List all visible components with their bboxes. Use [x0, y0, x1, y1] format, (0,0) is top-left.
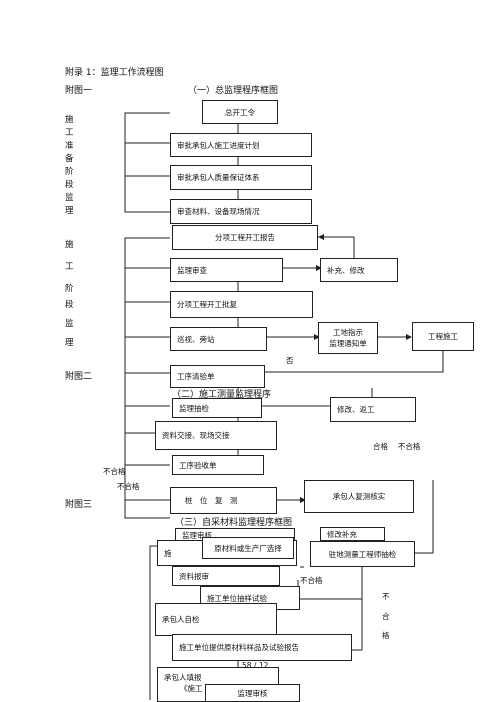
label-fail-1: 不合格 — [103, 467, 126, 476]
annex3-heading: （三）自采材料监理程序框图 — [175, 518, 293, 528]
contractor-fill-text: 承包人填报 — [164, 673, 202, 682]
box-construction-sampling: 施工单位抽样试验 — [200, 586, 300, 610]
label-ok-fail: 合格 不合格 — [373, 442, 421, 451]
box-supervise-sampling: 监理抽检 — [172, 398, 262, 418]
overlap-cons-left-text: 施 — [164, 548, 172, 558]
page-title: 附录 1：监理工作流程图 — [65, 68, 164, 78]
box-supplement: 补充、修改 — [320, 258, 398, 282]
box-provide-samples: 施工单位提供原材料样品及试验报告 — [172, 634, 352, 661]
contractor-fill-sub: 《施工 — [180, 684, 203, 693]
box-contractor-self-check: 承包人自检 — [155, 603, 277, 636]
box-data-handover: 资料交接、现场交接 — [155, 421, 277, 450]
box-site-survey: 驻地测量工程师抽检 — [310, 541, 415, 567]
label-no: 否 — [286, 356, 294, 365]
box-stake-review: 桩 位 复 测 — [170, 487, 277, 514]
box-review-materials: 审查材料、设备现场情况 — [170, 199, 312, 224]
box-process-acceptance: 工序验收单 — [172, 455, 264, 475]
box-rectify: 修改、返工 — [330, 397, 416, 422]
box-process-inspection: 工序清验单 — [170, 365, 265, 388]
box-contractor-review: 承包人复测核实 — [304, 480, 414, 513]
annex3-label: 附图三 — [65, 500, 93, 510]
box-supervise-review: 监理审查 — [170, 258, 283, 282]
box-material-source: 原材料或生产厂选择 — [202, 537, 294, 559]
box-site-notice: 工地指示 监理通知单 — [318, 322, 378, 354]
label-fail-2: 不合格 — [117, 482, 140, 491]
box-patrol: 巡视、旁站 — [170, 327, 267, 351]
label-fail-mid: 不合格 — [300, 576, 323, 585]
annex2-label: 附图二 — [65, 372, 93, 382]
page-number: 58 / 12 — [242, 661, 269, 670]
overlap-data-left: 资料报审 — [172, 566, 280, 586]
annex2-heading: （二）施工测量监理程序 — [172, 390, 272, 400]
overlap-survey-right: 修改补充 — [320, 527, 385, 541]
annex1-label: 附图一 — [65, 86, 93, 96]
box-supervise-audit: 监理审核 — [205, 684, 300, 702]
box-site-construction: 工程施工 — [412, 322, 474, 351]
annex1-heading: （一）总监理程序框图 — [188, 86, 279, 96]
box-sub-approval: 分项工程开工批复 — [170, 291, 313, 318]
box-start-order: 总开工令 — [202, 100, 278, 124]
box-review-quality: 审批承包人质量保证体系 — [170, 165, 312, 190]
box-sub-report: 分项工程开工报告 — [172, 225, 318, 250]
box-review-schedule: 审批承包人施工进度计划 — [170, 133, 312, 157]
